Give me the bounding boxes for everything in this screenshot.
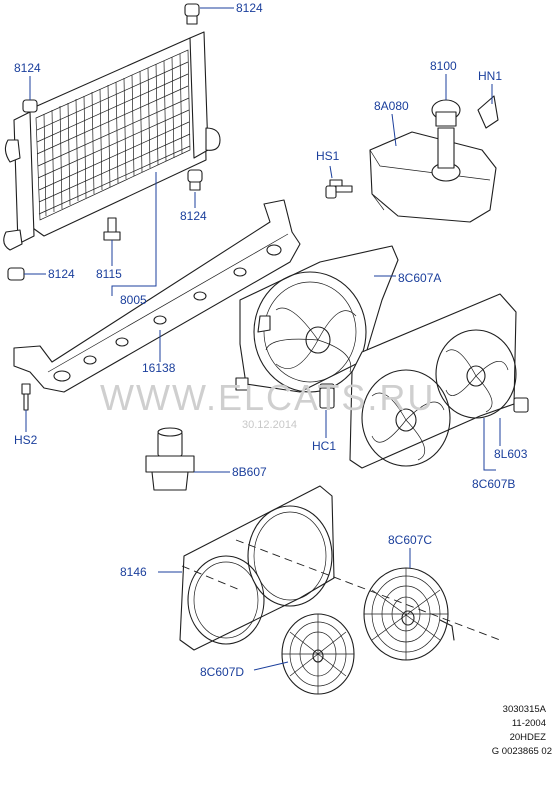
label-8124-bottom: 8124 [48, 267, 75, 281]
label-8115: 8115 [96, 267, 122, 281]
label-8c607d: 8C607D [200, 665, 244, 679]
label-16138: 16138 [142, 361, 176, 375]
fan-shroud-b [319, 293, 529, 469]
reference-block: 3030315A 11-2004 20HDEZ G 0023865 02 [492, 704, 552, 757]
watermark-date: 30.12.2014 [242, 419, 297, 431]
reference-line-4: G 0023865 02 [492, 746, 552, 757]
fan-shroud-a [235, 245, 399, 393]
label-hs1: HS1 [316, 149, 340, 163]
fan-shroud-frame [179, 485, 335, 651]
label-hc1: HC1 [312, 439, 336, 453]
watermark-text: WWW.ELCATS.RU [100, 377, 435, 418]
fan-d [281, 613, 355, 695]
expansion-tank [325, 95, 499, 223]
label-hs2: HS2 [14, 433, 38, 447]
label-8a080: 8A080 [374, 99, 409, 113]
label-8c607a: 8C607A [398, 271, 441, 285]
reference-line-1: 3030315A [503, 704, 547, 715]
label-8124-top: 8124 [236, 1, 263, 15]
temperature-switch [145, 427, 195, 491]
reference-line-3: 20HDEZ [510, 732, 547, 743]
label-8005: 8005 [120, 293, 147, 307]
label-8c607b: 8C607B [472, 477, 515, 491]
support-bracket [13, 199, 301, 411]
leader-lines [24, 7, 501, 671]
reference-line-2: 11-2004 [512, 718, 546, 729]
label-8124-right: 8124 [180, 209, 207, 223]
label-8146: 8146 [120, 565, 147, 579]
label-8b607: 8B607 [232, 465, 267, 479]
connector-hc1 [319, 387, 335, 409]
fan-c [363, 567, 455, 661]
label-8124-left: 8124 [14, 61, 41, 75]
label-8c607c: 8C607C [388, 533, 432, 547]
label-8100: 8100 [430, 59, 457, 73]
radiator [3, 3, 221, 281]
label-hn1: HN1 [478, 69, 502, 83]
label-8l603: 8L603 [494, 447, 528, 461]
